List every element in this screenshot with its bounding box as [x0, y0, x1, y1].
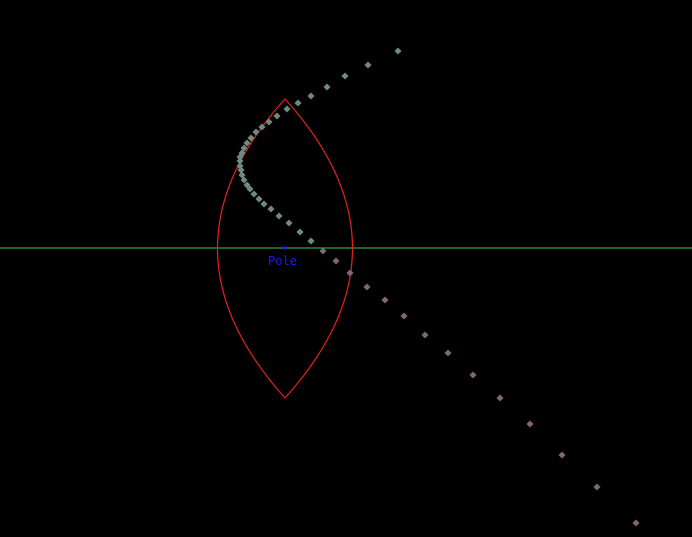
ray-point [526, 420, 534, 428]
ray-point [363, 283, 371, 291]
ray-point [632, 519, 640, 527]
ray-point [267, 205, 275, 213]
ray-point [246, 185, 254, 193]
ray-point [332, 257, 340, 265]
ray-point [307, 92, 315, 100]
ray-point [394, 47, 402, 55]
ray-point [307, 237, 315, 245]
ray-point [243, 139, 251, 147]
ray-point [469, 371, 477, 379]
ray-point [421, 331, 429, 339]
pole-label: Pole [268, 254, 297, 268]
ray-point [285, 219, 293, 227]
ray-point [237, 166, 245, 174]
ray-point [319, 247, 327, 255]
lens-outline [216, 98, 354, 399]
ray-point [265, 118, 273, 126]
ray-point [258, 123, 266, 131]
ray-point [240, 176, 248, 184]
ray-point [255, 195, 263, 203]
ray-point [283, 105, 291, 113]
ray-point [341, 72, 349, 80]
ray-point [250, 190, 258, 198]
ray-point [296, 228, 304, 236]
ray-point [247, 134, 255, 142]
ray-point [496, 394, 504, 402]
ray-point [400, 312, 408, 320]
ray-point [294, 99, 302, 107]
ray-point [275, 212, 283, 220]
ray-point [593, 483, 601, 491]
ray-point [364, 61, 372, 69]
ray-point [346, 269, 354, 277]
pole-point [283, 246, 287, 250]
ray-point [236, 153, 244, 161]
ray-point [260, 200, 268, 208]
ray-point [558, 451, 566, 459]
ray-point [444, 349, 452, 357]
ray-point [236, 157, 244, 165]
ray-point [323, 83, 331, 91]
ray-point [381, 296, 389, 304]
ray-point [252, 128, 260, 136]
ray-point [273, 112, 281, 120]
ray-trace-points [236, 47, 640, 527]
